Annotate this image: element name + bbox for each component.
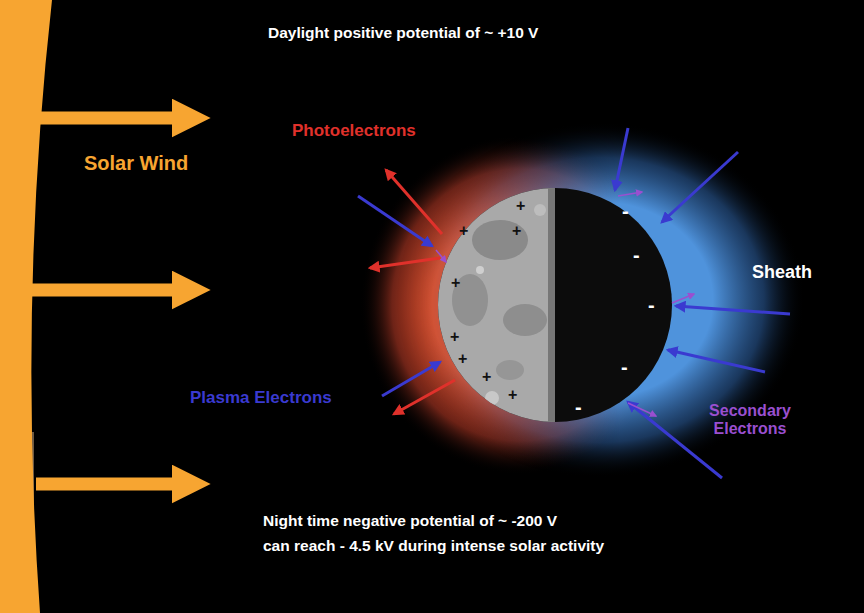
- potential-note: Night time negative potential of ~ -200 …: [263, 512, 557, 530]
- charge-sign: +: [508, 386, 517, 404]
- particle-label: Photoelectrons: [292, 121, 416, 141]
- particle-label: Secondary Electrons: [700, 402, 800, 439]
- particle-label: Plasma Electrons: [190, 388, 332, 408]
- charge-sign: +: [458, 350, 467, 368]
- charge-sign: +: [482, 368, 491, 386]
- charge-sign: +: [512, 222, 521, 240]
- charge-sign: +: [450, 328, 459, 346]
- charge-sign: +: [451, 274, 460, 292]
- charge-sign: +: [459, 222, 468, 240]
- potential-note: Daylight positive potential of ~ +10 V: [268, 24, 538, 42]
- charge-sign: -: [648, 294, 655, 317]
- photoelectron-arrows: [370, 170, 455, 414]
- potential-note: can reach - 4.5 kV during intense solar …: [263, 537, 604, 555]
- moon-lit-side: [430, 180, 555, 430]
- sheath-glow: [395, 122, 805, 478]
- charge-sign: -: [633, 244, 640, 267]
- charge-sign: +: [516, 197, 525, 215]
- charge-sign: -: [621, 356, 628, 379]
- solar-wind-front: [0, 0, 52, 613]
- charge-sign: -: [622, 200, 629, 223]
- solar-wind-label: Solar Wind: [84, 152, 188, 175]
- secondary-electron-arrows: [436, 192, 694, 416]
- solar-wind-arrows: [30, 118, 195, 484]
- region-label: Sheath: [752, 262, 812, 283]
- charge-sign: -: [575, 396, 582, 419]
